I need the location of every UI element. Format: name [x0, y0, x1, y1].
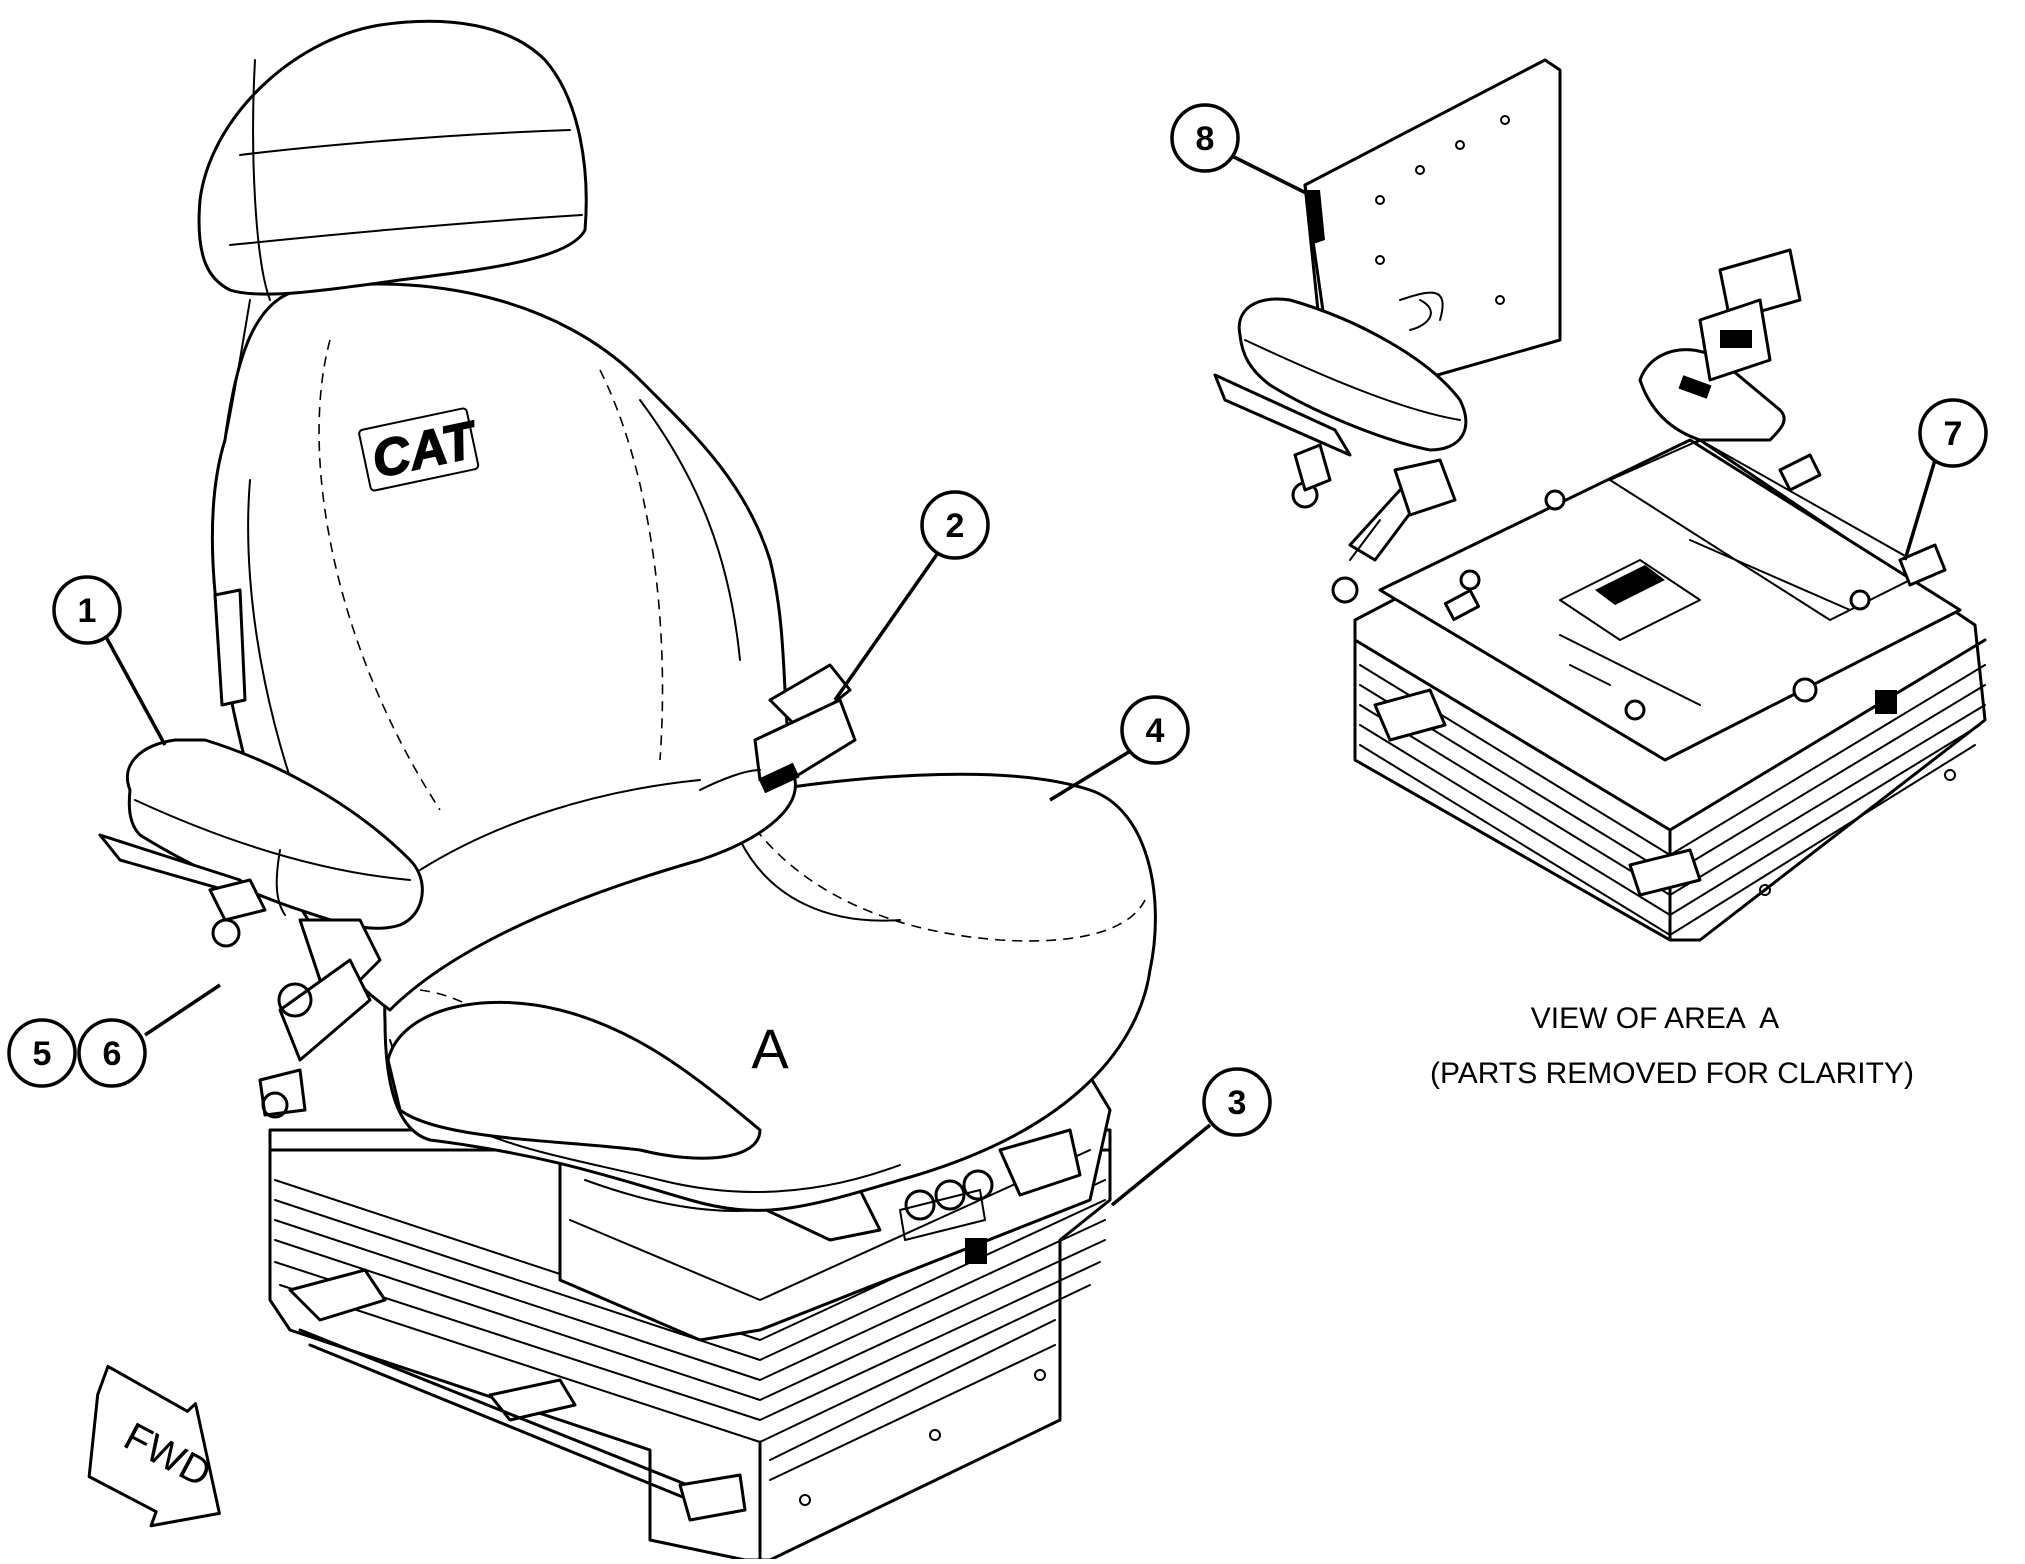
- headrest: [197, 19, 588, 441]
- armrest: [98, 738, 424, 1119]
- caption-line-2: (PARTS REMOVED FOR CLARITY): [1430, 1057, 1914, 1090]
- callout-5: 5: [7, 1018, 77, 1088]
- callout-8: 8: [1170, 103, 1311, 197]
- callout-1-number: 1: [78, 592, 97, 630]
- callout-6: 6: [77, 983, 221, 1088]
- seat-assembly: CAT: [98, 19, 1157, 1562]
- callout-4-number: 4: [1146, 712, 1165, 750]
- detail-belt-buckle: [1638, 248, 1802, 442]
- detail-armrest: [1213, 297, 1468, 604]
- callout-1: 1: [52, 575, 167, 746]
- callout-5-number: 5: [33, 1035, 52, 1073]
- detail-view-caption: VIEW OF AREA A (PARTS REMOVED FOR CLARIT…: [1430, 1002, 1914, 1090]
- callout-3: 3: [1110, 1067, 1272, 1207]
- callout-4: 4: [1049, 695, 1190, 802]
- callout-7-number: 7: [1944, 415, 1963, 453]
- caption-line-1: VIEW OF AREA A: [1531, 1002, 1779, 1035]
- seat-base-plate: [1353, 438, 1987, 942]
- callout-6-number: 6: [103, 1035, 122, 1073]
- seat-belt-buckle: [699, 663, 857, 794]
- callout-3-number: 3: [1228, 1084, 1247, 1122]
- callout-7: 7: [1903, 398, 1988, 561]
- callout-2: 2: [833, 490, 990, 702]
- callout-8-number: 8: [1196, 120, 1215, 158]
- area-a-label: A: [751, 1017, 789, 1080]
- area-a-detail-view: [1213, 58, 1987, 942]
- callouts: 1 2 3 4 5 6: [7, 103, 1988, 1207]
- callout-2-number: 2: [946, 507, 965, 545]
- forward-direction-arrow: FWD: [87, 1364, 221, 1528]
